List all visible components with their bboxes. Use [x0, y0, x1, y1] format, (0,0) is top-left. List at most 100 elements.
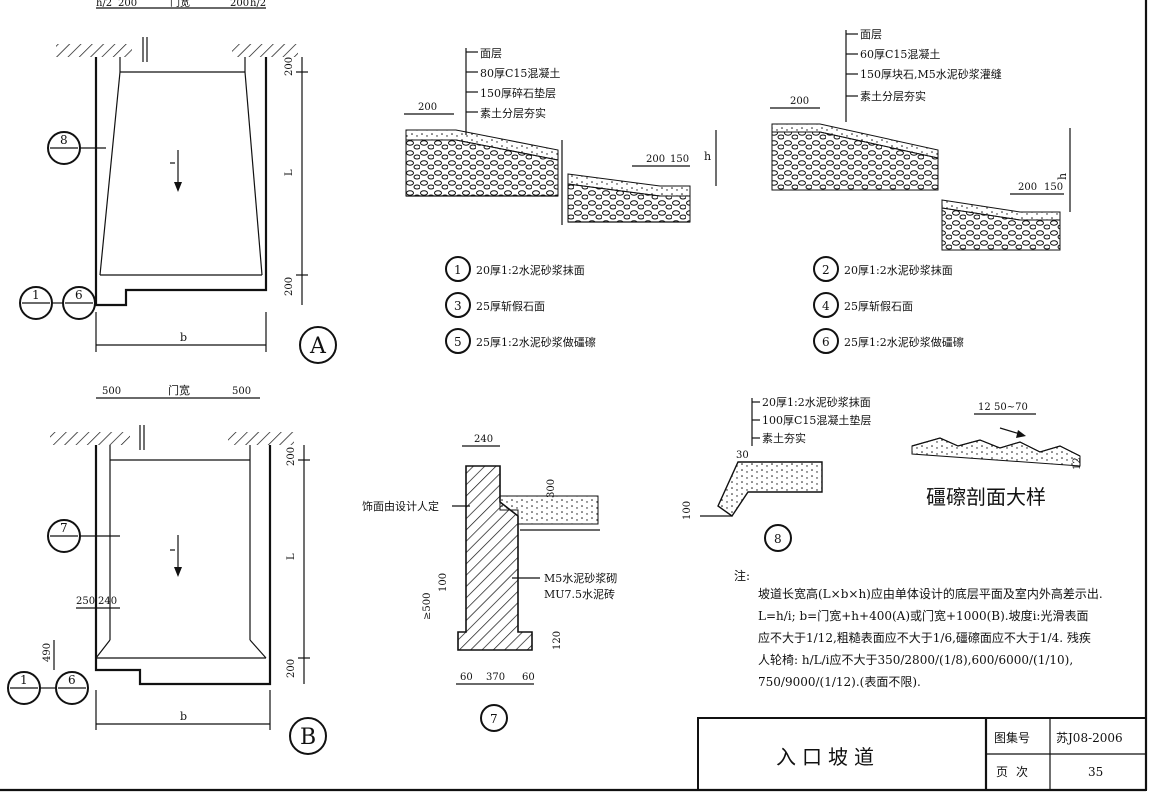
plan-b-label: B — [300, 725, 316, 750]
legend-text-3: 25厚斩假石面 — [476, 299, 545, 313]
section-right-dim-0: 200 — [790, 96, 809, 107]
rough-dim-2: 12 — [1072, 457, 1083, 470]
plan-b-ref-1: 1 — [20, 673, 28, 687]
plan-b-ref-6: 6 — [68, 673, 76, 687]
section-right-dim-3: h — [1056, 173, 1069, 180]
title-block-page-label: 页次 — [996, 765, 1036, 779]
plan-b-dim-left-0: 250 — [76, 596, 95, 607]
section-left-dim-0: 200 — [418, 102, 437, 113]
wall-hatch-left-b — [50, 432, 130, 445]
title-block-atlas-value: 苏J08-2006 — [1056, 731, 1123, 745]
legend-circle-2 — [813, 256, 839, 282]
detail-8-num: 8 — [774, 532, 782, 546]
wall-hatch-left — [56, 44, 132, 57]
section-left-dim-3: h — [704, 150, 711, 163]
detail-7: 240 300 100 ≥500 120 60 370 60 饰面由设计人定 M… — [362, 434, 617, 732]
detail-7-wall-label-2: MU7.5水泥砖 — [544, 587, 615, 601]
notes: 注: 坡道长宽高(L×b×h)应由单体设计的底层平面及室内外高差示出. L=h/… — [734, 568, 1103, 689]
notes-line-2: 应不大于1/12,粗糙表面应不大于1/6,礓䃰面应不大于1/4. 残疾 — [758, 630, 1091, 645]
legend-text-4: 25厚斩假石面 — [844, 299, 913, 313]
plan-a-ref-6: 6 — [75, 288, 83, 302]
section-right-layer-0: 面层 — [860, 28, 882, 41]
detail-8-layer-1: 100厚C15混凝土垫层 — [762, 413, 871, 427]
section-left-layer-0: 面层 — [480, 47, 502, 60]
wall-hatch-right-b — [228, 432, 294, 445]
plan-b-dim-top-1: 门宽 — [168, 383, 190, 397]
rough-dim-1: 50~70 — [994, 402, 1028, 413]
detail-8-dim-1: 100 — [682, 501, 693, 520]
plan-a: h/2 200 门宽 200 h/2 200 L 200 b 8 1 6 A — [19, 0, 337, 364]
section-left: 面层 80厚C15混凝土 150厚碎石垫层 素土分层夯实 200 200 150… — [404, 47, 717, 225]
section-left-layer-3: 素土分层夯实 — [480, 106, 546, 120]
legend-num-2: 2 — [822, 263, 830, 277]
rough-detail: 12 50~70 12 礓䃰剖面大样 — [911, 402, 1083, 509]
plan-b-dim-bottom: b — [180, 710, 187, 723]
plan-a-dim-top-2: 门宽 — [170, 0, 190, 9]
notes-line-4: 750/9000/(1/12).(表面不限). — [758, 675, 921, 689]
rough-title: 礓䃰剖面大样 — [926, 485, 1046, 509]
plan-a-dim-bottom: b — [180, 331, 187, 344]
detail-7-wall-label-1: M5水泥砂浆砌 — [544, 571, 617, 585]
detail-7-dim-3: ≥500 — [422, 593, 433, 620]
plan-a-label: A — [309, 334, 327, 359]
title-block-atlas-label: 图集号 — [994, 730, 1030, 745]
notes-head: 注: — [734, 568, 750, 583]
section-left-dim-2: 150 — [670, 154, 689, 165]
plan-a-dim-top-1: 200 — [118, 0, 137, 9]
plan-b-dim-right-0: 200 — [286, 447, 297, 466]
legend-text-6: 25厚1:2水泥砂浆做礓䃰 — [844, 335, 964, 349]
detail-8-dim-0: 30 — [736, 450, 749, 461]
plan-b-dim-top-2: 500 — [232, 386, 251, 397]
plan-a-dim-top-3: 200 — [230, 0, 249, 9]
section-right-dim-1: 200 — [1018, 182, 1037, 193]
section-right-dim-2: 150 — [1044, 182, 1063, 193]
legend-circle-1 — [445, 256, 471, 282]
plan-a-label-circle — [299, 326, 337, 364]
plan-b: 500 门宽 500 200 L 200 250 240 490 b 7 1 6… — [7, 383, 327, 755]
legend-text-5: 25厚1:2水泥砂浆做礓䃰 — [476, 335, 596, 349]
plan-a-dim-top-0: h/2 — [96, 0, 112, 9]
detail-7-circle — [480, 704, 508, 732]
detail-8-layer-0: 20厚1:2水泥砂浆抹面 — [762, 395, 871, 409]
plan-a-dim-top-4: h/2 — [250, 0, 266, 9]
detail-8-layer-2: 素土夯实 — [762, 431, 806, 445]
section-left-layer-2: 150厚碎石垫层 — [480, 86, 556, 100]
notes-line-3: 人轮椅: h/L/i应不大于350/2800/(1/8),600/6000/(1… — [758, 652, 1073, 667]
plan-b-dim-top-0: 500 — [102, 386, 121, 397]
legend-num-4: 4 — [822, 299, 830, 313]
detail-7-dim-5: 60 — [460, 672, 473, 683]
plan-b-dim-left-2: 490 — [42, 643, 53, 662]
detail-7-dim-4: 120 — [552, 631, 563, 650]
title-block: 入口坡道 图集号 苏J08-2006 页次 35 — [697, 717, 1147, 791]
plan-b-dim-right-1: L — [286, 553, 297, 560]
notes-line-0: 坡道长宽高(L×b×h)应由单体设计的底层平面及室内外高差示出. — [758, 586, 1103, 601]
wall-hatch-right — [232, 44, 298, 57]
plan-a-ref-1: 1 — [32, 288, 40, 302]
legend-circle-3 — [445, 292, 471, 318]
plan-a-dim-right-0: 200 — [284, 57, 295, 76]
legend-text-1: 20厚1:2水泥砂浆抹面 — [476, 263, 585, 277]
detail-8: 20厚1:2水泥砂浆抹面 100厚C15混凝土垫层 素土夯实 30 100 8 — [682, 395, 871, 552]
legend-circle-6 — [813, 328, 839, 354]
section-right-layer-1: 60厚C15混凝土 — [860, 47, 940, 61]
detail-7-dim-0: 240 — [474, 434, 493, 445]
detail-7-num: 7 — [490, 712, 498, 726]
detail-7-dim-1: 300 — [546, 479, 557, 498]
detail-8-circle — [764, 524, 792, 552]
section-right-layer-3: 素土分层夯实 — [860, 89, 926, 103]
plan-b-label-circle — [289, 717, 327, 755]
detail-7-finish-label: 饰面由设计人定 — [362, 499, 439, 513]
plan-b-dim-right-2: 200 — [286, 659, 297, 678]
legend-circle-5 — [445, 328, 471, 354]
legend-circle-4 — [813, 292, 839, 318]
detail-7-dim-6: 370 — [486, 672, 505, 683]
section-left-dim-1: 200 — [646, 154, 665, 165]
legend-num-5: 5 — [454, 335, 462, 349]
legend-num-6: 6 — [822, 335, 830, 349]
detail-7-dim-2: 100 — [438, 573, 449, 592]
plan-a-dim-right-1: L — [284, 169, 295, 176]
plan-b-ref-7: 7 — [60, 521, 68, 535]
legend: 1 20厚1:2水泥砂浆抹面 3 25厚斩假石面 5 25厚1:2水泥砂浆做礓䃰… — [445, 256, 964, 354]
legend-num-1: 1 — [454, 263, 462, 277]
